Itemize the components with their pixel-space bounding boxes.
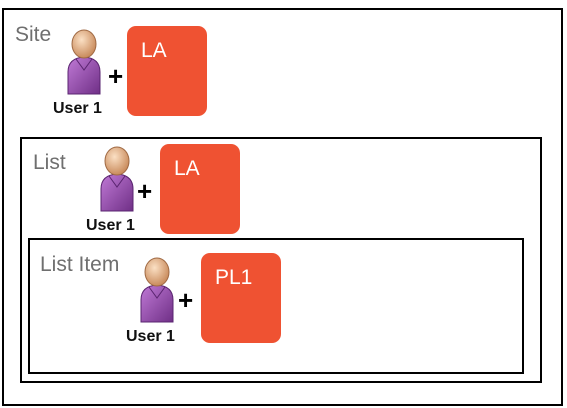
list-user-label: User 1 — [86, 217, 135, 234]
user-icon — [93, 145, 141, 213]
site-plus-sign: + — [108, 61, 124, 91]
list-item-permission-tile: PL1 — [201, 253, 281, 343]
site-user-label: User 1 — [53, 100, 102, 117]
list-item-plus-sign: + — [178, 285, 194, 315]
list-scope-label: List — [33, 151, 66, 174]
user-icon — [60, 28, 108, 96]
site-permission-tile: LA — [127, 26, 207, 116]
user-icon — [133, 256, 181, 324]
list-permission-tile: LA — [160, 144, 240, 234]
list-item-user-label: User 1 — [126, 328, 175, 345]
list-plus-sign: + — [137, 176, 153, 206]
list-item-scope-label: List Item — [40, 253, 120, 276]
site-scope-label: Site — [15, 23, 52, 46]
